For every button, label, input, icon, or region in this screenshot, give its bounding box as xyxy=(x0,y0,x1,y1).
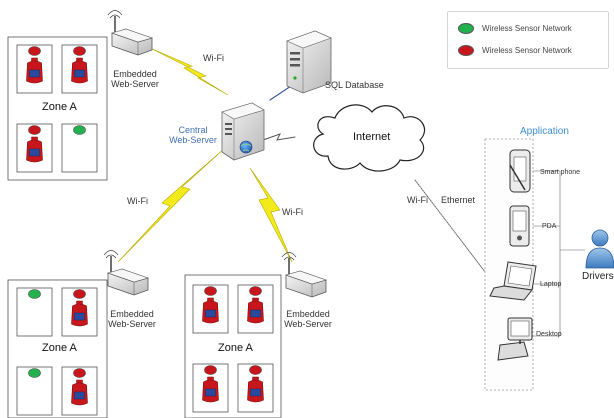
sensor-cell xyxy=(16,287,53,337)
sensor-cell xyxy=(61,123,98,173)
legend-label: Wireless Sensor Network xyxy=(482,23,572,33)
device-label-laptop: Laptop xyxy=(540,281,562,288)
extinguisher-icon xyxy=(26,136,43,163)
red-sensor-indicator xyxy=(204,286,217,296)
extinguisher-icon xyxy=(71,57,88,84)
extinguisher-icon xyxy=(71,300,88,327)
laptop-icon xyxy=(489,261,537,301)
drivers-label: Drivers xyxy=(582,271,614,282)
central-to-internet-link xyxy=(262,133,296,141)
green-sensor-indicator xyxy=(73,125,86,135)
device-label-smartphone: Smart phone xyxy=(540,169,581,176)
red-sensor-indicator xyxy=(73,289,86,299)
sensor-cell xyxy=(237,363,274,413)
red-sensor-indicator xyxy=(28,46,41,56)
wifi-label: Wi-Fi xyxy=(282,207,303,217)
wifi-bolt-top xyxy=(149,47,229,96)
red-sensor-indicator xyxy=(73,46,86,56)
device-label-pda: PDA xyxy=(542,223,557,230)
sensor-cell xyxy=(192,363,229,413)
application-title: Application xyxy=(520,126,569,137)
internet-cloud-icon xyxy=(313,104,426,172)
internet-label: Internet xyxy=(353,131,391,143)
red-sensor-indicator xyxy=(249,365,262,375)
wifi-bolt-left xyxy=(117,147,226,263)
legend-label: Wireless Sensor Network xyxy=(482,45,572,55)
sensor-cell xyxy=(192,284,229,334)
extinguisher-icon xyxy=(202,376,219,403)
embedded-server-label: Embedded Web-Server xyxy=(108,309,156,329)
red-sensor-indicator xyxy=(73,368,86,378)
red-sensor-indicator xyxy=(204,365,217,375)
extinguisher-icon xyxy=(202,297,219,324)
embedded-server-label: Embedded Web-Server xyxy=(111,69,159,89)
sensor-cell xyxy=(61,44,98,94)
embedded-server-icon xyxy=(103,250,149,296)
wifi-label: Wi-Fi xyxy=(203,53,224,63)
red-sensor-swatch xyxy=(458,44,474,56)
sensor-cell xyxy=(237,284,274,334)
central-server-icon xyxy=(221,102,265,161)
database-label: SQL Database xyxy=(325,80,384,90)
globe-icon xyxy=(239,140,253,154)
wifi-links xyxy=(117,47,293,263)
legend-item-green: Wireless Sensor Network xyxy=(458,22,572,34)
wifi-label: Wi-Fi xyxy=(407,195,428,205)
device-label-desktop: Desktop xyxy=(536,331,562,338)
extinguisher-icon xyxy=(247,376,264,403)
zone-title: Zone A xyxy=(218,342,253,354)
extinguisher-icon xyxy=(71,379,88,406)
ethernet-label: Ethernet xyxy=(441,195,476,205)
legend: Wireless Sensor Network Wireless Sensor … xyxy=(447,11,609,69)
red-sensor-indicator xyxy=(249,286,262,296)
desktop-icon xyxy=(497,317,533,361)
sensor-cell xyxy=(61,287,98,337)
green-sensor-swatch xyxy=(458,22,474,34)
internet-to-application-link xyxy=(414,179,496,286)
driver-person-icon xyxy=(585,229,614,269)
embedded-server-icon xyxy=(281,252,327,298)
legend-item-red: Wireless Sensor Network xyxy=(458,44,572,56)
embedded-server-label: Embedded Web-Server xyxy=(284,309,332,329)
pda-icon xyxy=(509,205,530,247)
database-server-icon xyxy=(286,30,332,94)
sensor-cell xyxy=(16,123,53,173)
sensor-cell xyxy=(16,44,53,94)
wifi-label: Wi-Fi xyxy=(127,196,148,206)
red-sensor-indicator xyxy=(28,125,41,135)
zone-bottom-left xyxy=(7,279,108,418)
green-sensor-indicator xyxy=(28,368,41,378)
zone-top-left xyxy=(7,36,108,181)
green-sensor-indicator xyxy=(28,289,41,299)
sensor-cell xyxy=(16,366,53,416)
wifi-bolt-right xyxy=(249,167,293,263)
extinguisher-icon xyxy=(26,57,43,84)
extinguisher-icon xyxy=(247,297,264,324)
central-server-label: Central Web-Server xyxy=(169,125,217,145)
sensor-cell xyxy=(61,366,98,416)
zone-bottom-middle xyxy=(184,274,282,418)
zone-title: Zone A xyxy=(42,342,77,354)
smartphone-icon xyxy=(509,149,531,193)
embedded-server-icon xyxy=(107,10,153,56)
zone-title: Zone A xyxy=(42,101,77,113)
